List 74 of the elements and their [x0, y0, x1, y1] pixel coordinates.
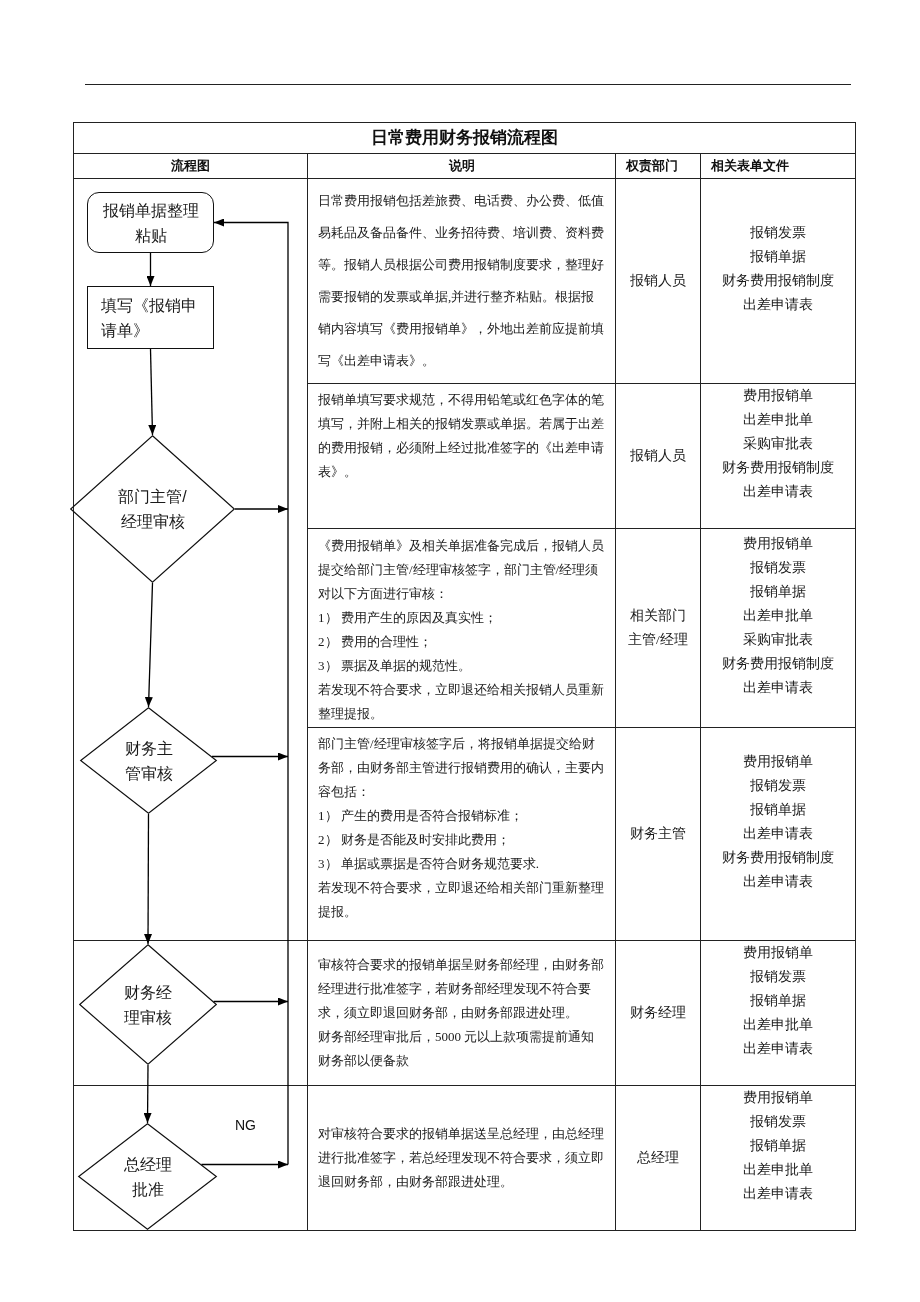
column-header: 权责部门 [626, 157, 678, 175]
description-text: 1） 产生的费用是否符合报销标准； [318, 807, 524, 825]
form-name: 财务费用报销制度 [722, 655, 834, 673]
form-name: 出差申批单 [743, 411, 813, 429]
return-arrow [213, 218, 289, 1166]
form-name: 报销单据 [750, 1137, 806, 1155]
form-name: 报销发票 [750, 1113, 806, 1131]
description-text: 日常费用报销包括差旅费、电话费、办公费、低值易耗品及备品备件、业务招待费、培训费、资料费等。报销人员根据公司费用报销制度要求，整理好需要报销的发票或单据,并进行整齐粘贴。根据报销内容填写《费用报销单》，外地出差前应提前填写《出差申请表》。 [318, 192, 605, 370]
arrow [212, 997, 289, 1006]
department-name: 总经理 [637, 1149, 679, 1167]
department-name: 报销人员 [630, 447, 686, 465]
description-text: 财务部经理审批后，5000 元以上款项需提前通知财务部以便备款 [318, 1028, 596, 1070]
department-name: 财务主管 [630, 825, 686, 843]
form-name: 报销发票 [750, 559, 806, 577]
form-name: 报销单据 [750, 801, 806, 819]
form-name: 费用报销单 [743, 1089, 813, 1107]
form-name: 报销单据 [750, 992, 806, 1010]
form-name: 费用报销单 [743, 535, 813, 553]
form-name: 出差申批单 [743, 607, 813, 625]
form-name: 出差申批单 [743, 1161, 813, 1179]
column-header: 流程图 [171, 157, 210, 175]
decision-diamond: 财务经理审核 [79, 944, 217, 1065]
form-name: 采购审批表 [743, 631, 813, 649]
arrow [143, 1064, 152, 1124]
description-text: 3） 票据及单据的规范性。 [318, 657, 472, 675]
arrow [148, 348, 157, 436]
column-header: 相关表单文件 [711, 157, 789, 175]
form-name: 出差申请表 [743, 873, 813, 891]
process-box: 填写《报销申请单》 [87, 286, 214, 349]
description-text: 报销单填写要求规范，不得用铅笔或红色字体的笔填写，并附上相关的报销发票或单据。若属于出差的费用报销，必须附上经过批准签字的《出差申请表》。 [318, 391, 605, 481]
form-name: 出差申请表 [743, 1040, 813, 1058]
arrow [146, 252, 155, 287]
table-title: 日常费用财务报销流程图 [371, 127, 558, 149]
decision-diamond: 部门主管/经理审核 [70, 435, 235, 583]
arrow [211, 752, 289, 761]
rounded-process-box: 报销单据整理粘贴 [87, 192, 214, 253]
form-name: 费用报销单 [743, 387, 813, 405]
form-name: 出差申请表 [743, 296, 813, 314]
form-name: 费用报销单 [743, 753, 813, 771]
form-name: 财务费用报销制度 [722, 459, 834, 477]
form-name: 出差申批单 [743, 1016, 813, 1034]
department-name: 报销人员 [630, 272, 686, 290]
form-name: 报销发票 [750, 968, 806, 986]
form-name: 报销单据 [750, 248, 806, 266]
form-name: 报销单据 [750, 583, 806, 601]
form-name: 报销发票 [750, 224, 806, 242]
description-text: 《费用报销单》及相关单据准备完成后，报销人员提交给部门主管/经理审核签字，部门主管/经理须对以下方面进行审核： [318, 537, 605, 603]
description-text: 1） 费用产生的原因及真实性； [318, 609, 498, 627]
form-name: 费用报销单 [743, 944, 813, 962]
arrow [200, 1160, 289, 1169]
description-text: 若发现不符合要求，立即退还给相关报销人员重新整理提报。 [318, 681, 605, 723]
description-text: 3） 单据或票据是否符合财务规范要求. [318, 855, 540, 873]
arrow [234, 505, 289, 513]
form-name: 财务费用报销制度 [722, 272, 834, 290]
description-text: 部门主管/经理审核签字后，将报销单据提交给财务部，由财务部主管进行报销费用的确认，主要内容包括： [318, 735, 605, 801]
form-name: 采购审批表 [743, 435, 813, 453]
decision-diamond: 总经理批准 [78, 1123, 217, 1230]
form-name: 报销发票 [750, 777, 806, 795]
form-name: 出差申请表 [743, 1185, 813, 1203]
description-text: 若发现不符合要求，立即退还给相关部门重新整理提报。 [318, 879, 605, 921]
decision-diamond: 财务主管审核 [80, 707, 217, 814]
department-name: 相关部门主管/经理 [627, 607, 689, 649]
description-text: 2） 财务是否能及时安排此费用； [318, 831, 511, 849]
form-name: 出差申请表 [743, 483, 813, 501]
form-name: 财务费用报销制度 [722, 849, 834, 867]
description-text: 审核符合要求的报销单据呈财务部经理，由财务部经理进行批准签字，若财务部经理发现不符合要求，须立即退回财务部，由财务部跟进处理。 [318, 956, 605, 1022]
arrow [144, 582, 154, 708]
arrow [144, 813, 153, 945]
description-text: 对审核符合要求的报销单据送呈总经理，由总经理进行批准签字，若总经理发现不符合要求，须立即退回财务部，由财务部跟进处理。 [318, 1125, 605, 1191]
form-name: 出差申请表 [743, 825, 813, 843]
description-text: 2） 费用的合理性； [318, 633, 433, 651]
column-header: 说明 [448, 157, 475, 175]
form-name: 出差申请表 [743, 679, 813, 697]
department-name: 财务经理 [630, 1004, 686, 1022]
